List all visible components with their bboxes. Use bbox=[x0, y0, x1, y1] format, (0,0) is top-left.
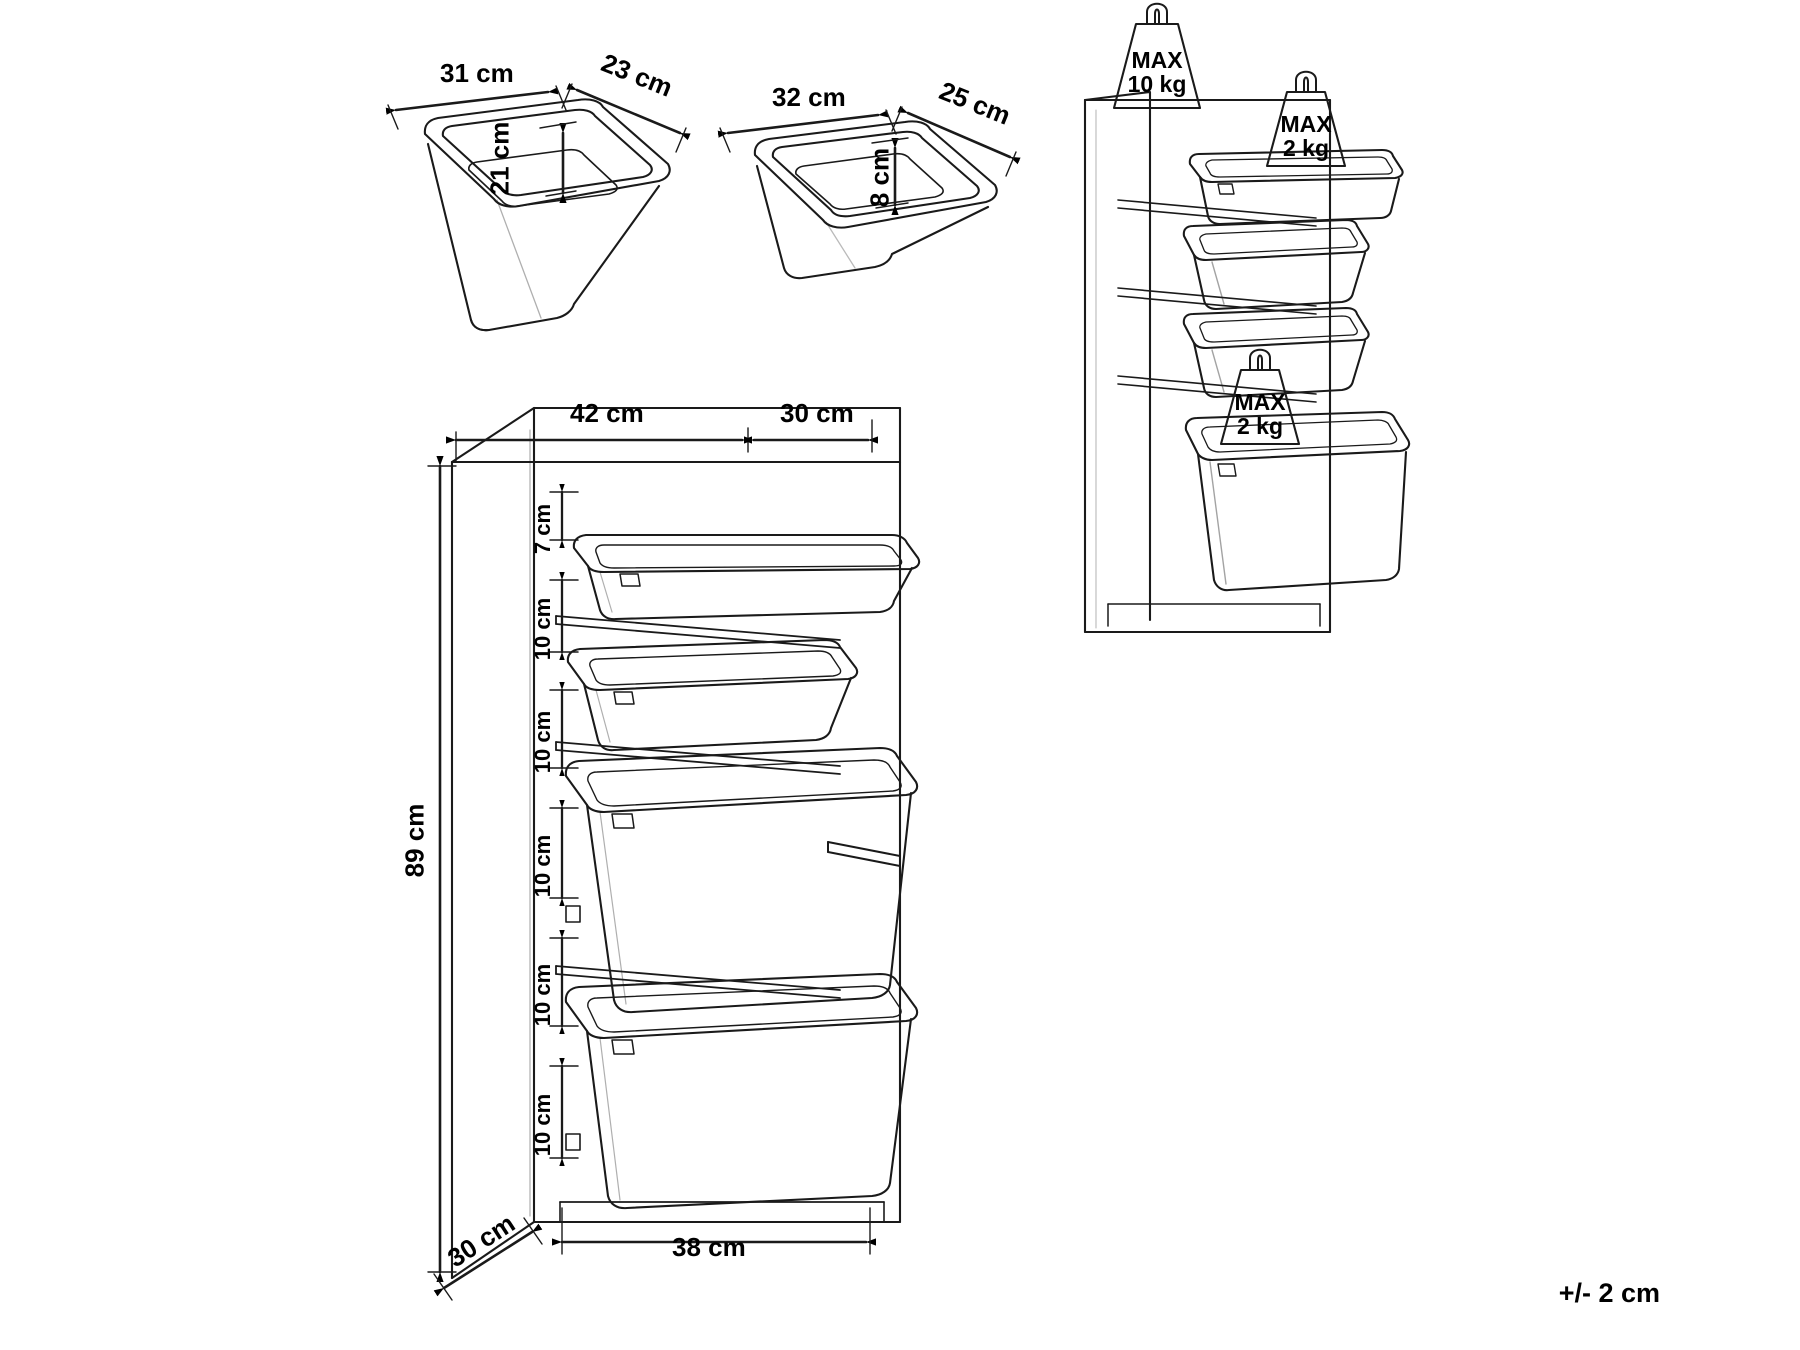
storage-unit-drawing bbox=[450, 406, 921, 1280]
tolerance-note: +/- 2 cm bbox=[1558, 1278, 1660, 1308]
unit-depth-top-label: 30 cm bbox=[780, 398, 854, 428]
small-bin-height-label: 8 cm bbox=[864, 147, 895, 208]
slot-2-label: 10 cm bbox=[530, 710, 555, 774]
slot-4-label: 10 cm bbox=[530, 963, 555, 1027]
max-load-label-1: MAX 10 kg bbox=[1114, 48, 1200, 96]
unit-inner-width-label: 38 cm bbox=[672, 1232, 746, 1262]
large-bin-height-label: 21 cm bbox=[484, 121, 515, 196]
max-load-2-line1: MAX bbox=[1280, 111, 1332, 137]
large-bin-drawing bbox=[423, 98, 671, 332]
load-unit-drawing bbox=[1083, 90, 1411, 634]
slot-3-label: 10 cm bbox=[530, 834, 555, 898]
slot-gap-top-label: 7 cm bbox=[530, 503, 555, 555]
small-bin-width-label: 32 cm bbox=[772, 82, 846, 112]
max-load-label-2: MAX 2 kg bbox=[1266, 112, 1346, 160]
weight-icons bbox=[1112, 2, 1347, 446]
max-load-1-line2: 10 kg bbox=[1127, 71, 1187, 98]
slot-1-label: 10 cm bbox=[530, 597, 555, 661]
small-bin-drawing bbox=[753, 120, 998, 280]
max-load-3-line1: MAX bbox=[1234, 389, 1286, 415]
unit-width-label: 42 cm bbox=[570, 398, 644, 428]
slot-5-label: 10 cm bbox=[530, 1093, 555, 1157]
max-load-3-line2: 2 kg bbox=[1236, 413, 1284, 440]
max-load-2-line2: 2 kg bbox=[1282, 135, 1330, 162]
large-bin-width-label: 31 cm bbox=[440, 58, 514, 88]
max-load-label-3: MAX 2 kg bbox=[1220, 390, 1300, 438]
unit-height-label: 89 cm bbox=[399, 803, 430, 878]
max-load-1-line1: MAX bbox=[1131, 47, 1183, 73]
